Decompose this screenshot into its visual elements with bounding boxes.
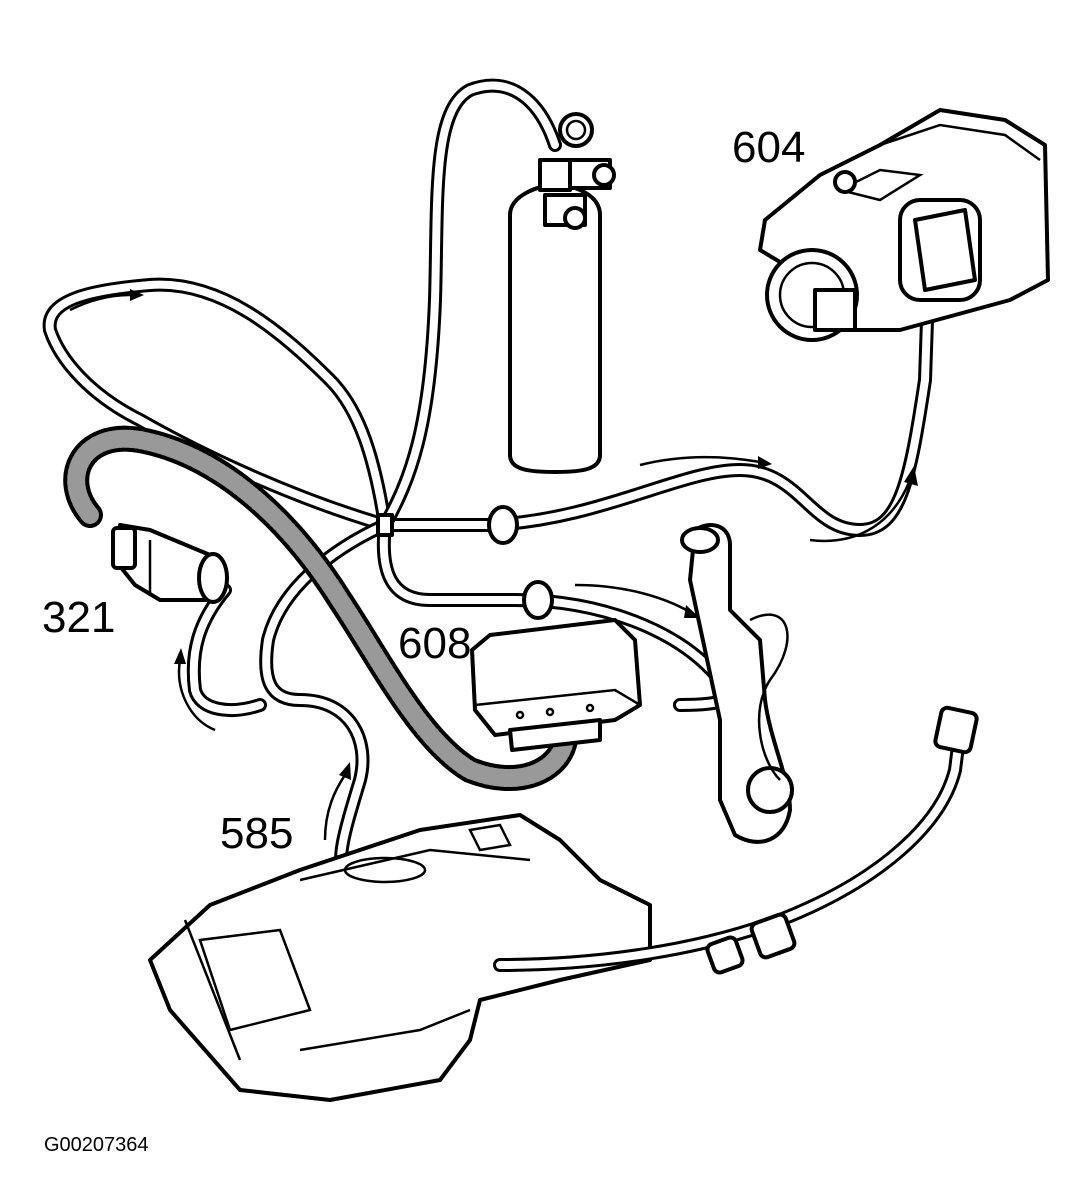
valve-321: [111, 523, 229, 604]
flow-arrows: [69, 289, 918, 841]
tank-hose: [186, 518, 392, 887]
filler-neck: [493, 705, 979, 975]
control-module-608: [470, 618, 642, 752]
callout-604: 604: [732, 123, 806, 172]
charcoal-hose: [63, 425, 578, 791]
hose-connectors: [376, 505, 554, 620]
figure-id: G00207364: [44, 1134, 149, 1156]
throttle-body: [758, 108, 1050, 342]
nitrogen-bottle: [508, 112, 616, 474]
bottle-hose: [378, 78, 562, 532]
callout-321: 321: [42, 593, 116, 642]
callout-608: 608: [398, 619, 472, 668]
filler-bracket: [680, 523, 794, 844]
callout-585: 585: [220, 809, 294, 858]
